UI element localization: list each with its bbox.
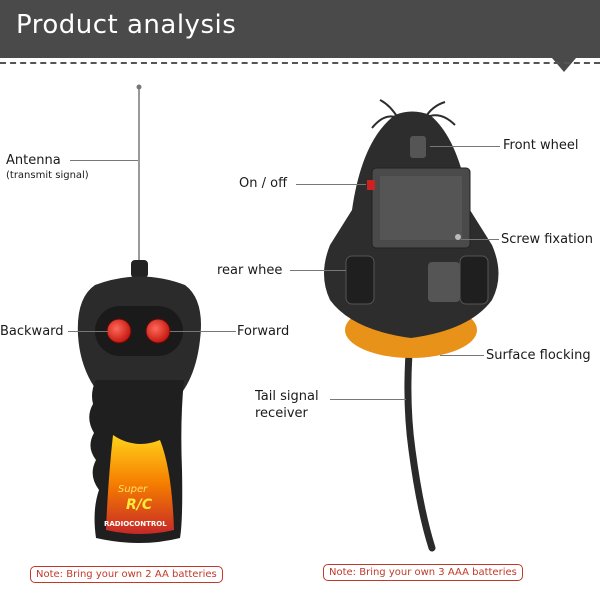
leader-screw — [461, 239, 499, 240]
button-recess — [95, 306, 183, 356]
antenna-tip — [136, 84, 142, 90]
brand-rc: R/C — [126, 497, 153, 513]
flame-sticker — [106, 435, 174, 534]
gearbox — [428, 262, 460, 302]
leader-front-wheel — [430, 146, 500, 147]
remote-controller — [77, 84, 201, 543]
rear-wheel-right — [459, 255, 489, 305]
header-bar: Product analysis — [0, 0, 600, 58]
backward-button — [106, 318, 132, 344]
note-mouse-batteries: Note: Bring your own 3 AAA batteries — [323, 564, 523, 581]
label-on-off: On / off — [239, 176, 288, 191]
note-remote-batteries: Note: Bring your own 2 AA batteries — [30, 566, 223, 583]
battery-cover-inner — [380, 176, 462, 240]
leader-tail — [330, 399, 406, 400]
leader-on-off — [296, 184, 366, 185]
leader-rear-wheel — [290, 270, 346, 271]
screw — [455, 234, 461, 240]
brand-super: Super — [118, 484, 148, 495]
label-rear-wheel: rear whee — [217, 263, 283, 278]
leader-flocking — [440, 355, 484, 356]
leader-antenna — [70, 160, 138, 161]
label-tail-signal: Tail signal — [255, 389, 319, 404]
leader-forward — [170, 331, 236, 332]
label-antenna: Antenna — [6, 153, 61, 168]
front-wheel — [410, 136, 426, 158]
mouse-tail — [404, 336, 436, 552]
header-notch — [552, 58, 576, 72]
page-title: Product analysis — [16, 10, 237, 40]
whiskers — [371, 99, 456, 129]
brand-radio-control: RADIOCONTROL — [104, 520, 167, 528]
antenna-base — [131, 260, 148, 278]
label-front-wheel: Front wheel — [503, 138, 579, 153]
label-backward: Backward — [0, 324, 64, 339]
label-forward: Forward — [237, 324, 290, 339]
label-antenna-sub: (transmit signal) — [6, 170, 89, 181]
header-divider — [0, 62, 600, 64]
label-surface-flocking: Surface flocking — [486, 348, 591, 363]
leader-backward — [68, 331, 108, 332]
label-screw-fixation: Screw fixation — [501, 232, 593, 247]
forward-button — [145, 318, 171, 344]
label-tail-receiver: receiver — [255, 406, 308, 421]
power-switch — [367, 180, 375, 190]
rear-wheel-left — [345, 255, 375, 305]
mouse-toy — [324, 99, 499, 552]
